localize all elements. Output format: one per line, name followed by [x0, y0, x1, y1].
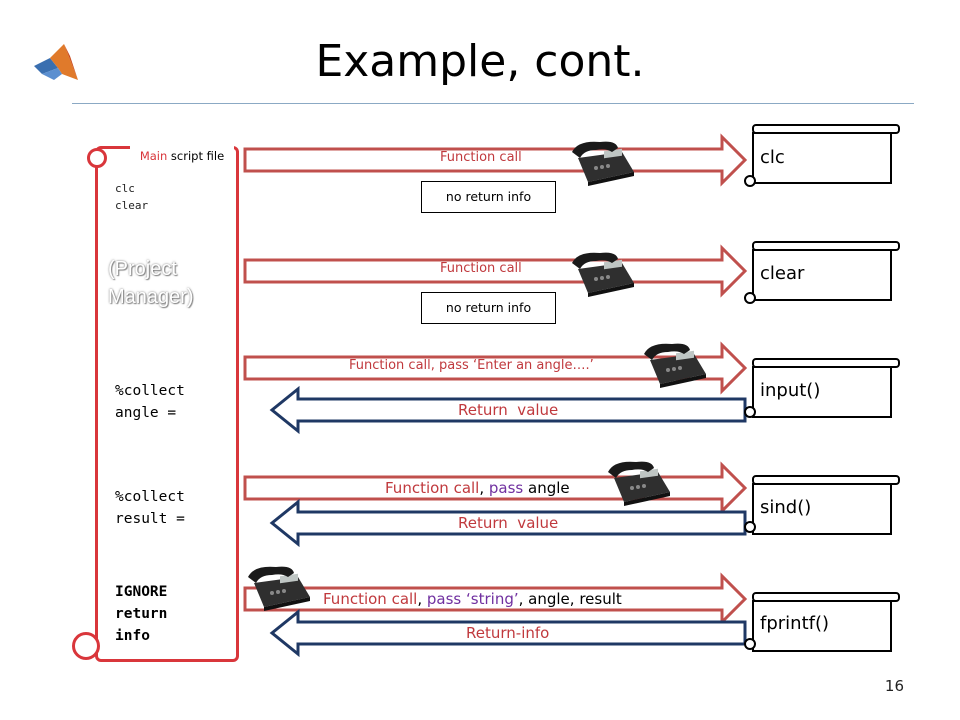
return-arrow-input: [269, 385, 747, 435]
no-return-info-box-clc: no return info: [421, 181, 556, 213]
call-label-sind: Function call, pass angle: [385, 479, 570, 497]
call-label-input: Function call, pass ‘Enter an angle….’: [349, 358, 594, 373]
scroll-curl: [744, 175, 756, 187]
function-scroll-sind: [752, 483, 892, 535]
main-script-scroll: [95, 146, 239, 662]
function-name-sind: sind(): [760, 497, 812, 518]
telephone-icon: [608, 461, 670, 506]
return-arrow-fprintf: [269, 608, 747, 658]
function-name-clc: clc: [760, 147, 785, 168]
function-scroll-input: [752, 366, 892, 418]
matlab-logo-icon: [34, 44, 78, 80]
function-name-input: input(): [760, 380, 821, 401]
function-scroll-clc: [752, 132, 892, 184]
slide-title: Example, cont.: [315, 36, 645, 87]
function-name-fprintf: fprintf(): [760, 613, 830, 634]
call-label-clc: Function call: [440, 150, 522, 165]
no-return-info-box-clear: no return info: [421, 292, 556, 324]
function-scroll-clear: [752, 249, 892, 301]
telephone-icon: [572, 141, 634, 186]
main-script-label: Main script file: [130, 146, 234, 166]
call-arrow-input: [243, 341, 748, 395]
scroll-curl: [744, 292, 756, 304]
call-arrow-clc: [243, 133, 748, 187]
function-name-clear: clear: [760, 263, 805, 284]
call-arrow-clear: [243, 244, 748, 298]
scroll-curl-top: [87, 148, 107, 168]
return-label-input: Return value: [458, 401, 559, 419]
code-clear: clear: [115, 199, 149, 212]
title-divider: [72, 103, 914, 104]
telephone-icon: [644, 343, 706, 388]
call-arrow-sind: [243, 461, 748, 515]
telephone-icon: [248, 566, 310, 611]
return-arrow-sind: [269, 498, 747, 548]
telephone-icon: [572, 252, 634, 297]
function-scroll-fprintf: [752, 600, 892, 652]
scroll-curl: [744, 638, 756, 650]
scroll-curl: [744, 521, 756, 533]
return-label-fprintf: Return-info: [466, 624, 550, 642]
code-clc: clc: [115, 182, 135, 195]
return-label-sind: Return value: [458, 514, 559, 532]
project-manager-watermark: (Project Manager): [108, 258, 194, 308]
page-number: 16: [884, 677, 904, 695]
call-arrow-fprintf: [243, 572, 748, 626]
call-label-fprintf: Function call, pass ‘string’, angle, res…: [323, 590, 622, 608]
scroll-curl-bottom: [72, 632, 100, 660]
call-label-clear: Function call: [440, 261, 522, 276]
scroll-curl: [744, 406, 756, 418]
